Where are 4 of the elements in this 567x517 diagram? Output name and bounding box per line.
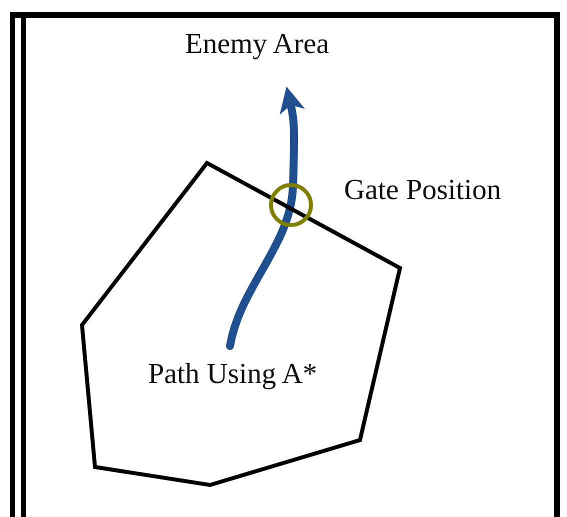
path-label: Path Using A*: [148, 358, 318, 391]
gate-label: Gate Position: [344, 174, 502, 207]
path-arrow: [226, 86, 305, 350]
area-label: Enemy Area: [185, 28, 330, 61]
